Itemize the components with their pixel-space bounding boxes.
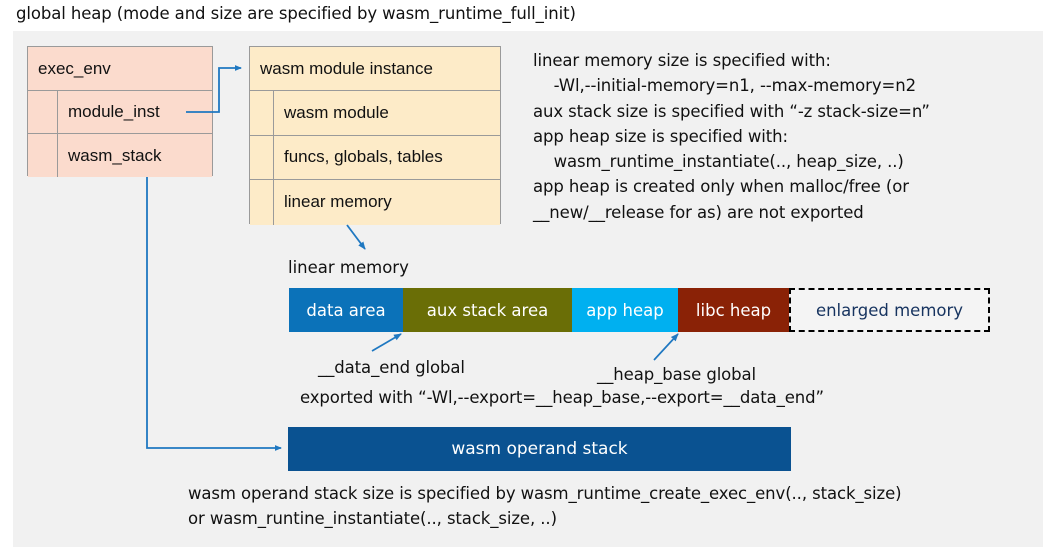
operand-stack-size-note: wasm operand stack size is specified by … (188, 484, 902, 529)
page-title: global heap (mode and size are specified… (16, 4, 576, 23)
field-label-funcs-globals-tables: funcs, globals, tables (284, 147, 443, 167)
module-instance-field-funcs-globals-tables: funcs, globals, tables (250, 135, 500, 180)
indent-gutter (250, 180, 274, 225)
module-instance-field-linear-memory: linear memory (250, 180, 500, 225)
indent-gutter (28, 91, 58, 133)
module-instance-field-wasm-module: wasm module (250, 91, 500, 136)
exec-env-field-wasm-stack: wasm_stack (28, 134, 212, 177)
heap-base-global-note: __heap_base global (597, 365, 757, 384)
exec-env-header-row: exec_env (28, 47, 212, 91)
memory-segment-libc-heap: libc heap (678, 288, 789, 332)
module-instance-title: wasm module instance (260, 58, 433, 78)
exported-with-note: exported with “-Wl,--export=__heap_base,… (300, 388, 824, 407)
exec-env-box: exec_env module_inst wasm_stack (27, 46, 213, 177)
configuration-notes: linear memory size is specified with: -W… (533, 51, 930, 222)
linear-memory-bar-label: linear memory (288, 258, 409, 277)
exec-env-field-module-inst: module_inst (28, 91, 212, 134)
memory-segment-data-area: data area (289, 288, 403, 332)
exec-env-title: exec_env (38, 58, 111, 78)
wasm-operand-stack-bar: wasm operand stack (288, 427, 791, 471)
field-label-wasm-module: wasm module (284, 102, 389, 122)
memory-segment-app-heap: app heap (572, 288, 678, 332)
indent-gutter (28, 134, 58, 177)
memory-segment-enlarged-memory: enlarged memory (789, 288, 990, 332)
field-label-wasm-stack: wasm_stack (68, 145, 162, 165)
memory-segment-aux-stack-area: aux stack area (403, 288, 572, 332)
wasm-module-instance-box: wasm module instance wasm module funcs, … (249, 46, 501, 225)
field-label-linear-memory: linear memory (284, 192, 392, 212)
field-label-module-inst: module_inst (68, 102, 160, 121)
indent-gutter (250, 91, 274, 135)
data-end-global-note: __data_end global (318, 358, 465, 377)
module-instance-header-row: wasm module instance (250, 47, 500, 91)
indent-gutter (250, 135, 274, 179)
